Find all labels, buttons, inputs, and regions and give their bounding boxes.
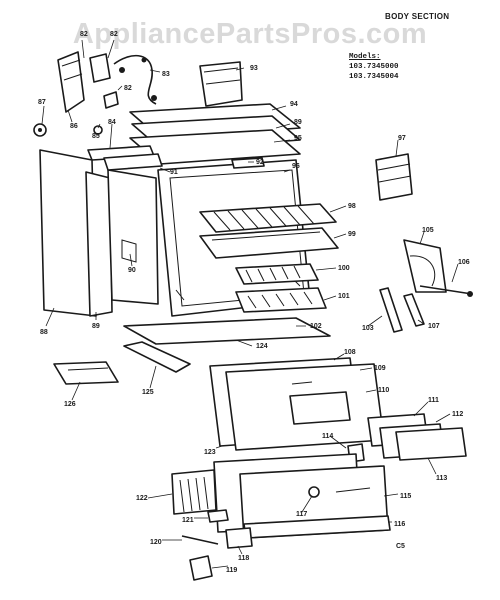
callout-125: 125: [142, 389, 154, 396]
callout-102: 102: [310, 323, 322, 330]
callout-119: 119: [226, 567, 237, 574]
callout-115: 115: [400, 493, 411, 500]
callout-96: 96: [292, 163, 300, 170]
callout-117: 117: [296, 511, 307, 518]
callout-98: 98: [348, 203, 356, 210]
callout-100: 100: [338, 265, 350, 272]
part-102-bottom-panel[interactable]: [123, 317, 331, 345]
models-label: Models:: [349, 53, 381, 61]
callout-122: 122: [136, 495, 148, 502]
callout-90: 90: [128, 267, 136, 274]
callout-106: 106: [458, 259, 470, 266]
part-91-frame[interactable]: [103, 153, 163, 171]
part-113-glass[interactable]: [395, 427, 467, 461]
callout-110: 110: [378, 387, 389, 394]
callout-116: 116: [394, 521, 405, 528]
callout-103: 103: [362, 325, 374, 332]
callout-86: 86: [70, 123, 78, 130]
part-98-oven-rack[interactable]: [199, 203, 337, 233]
part-83-wire-harness[interactable]: [113, 54, 157, 105]
callout-82b: 82: [110, 31, 118, 38]
callout-85: 85: [92, 133, 100, 140]
callout-89a: 89: [294, 119, 302, 126]
model-number: 103.7345000: [349, 63, 399, 71]
callout-105: 105: [422, 227, 434, 234]
part-119-bracket[interactable]: [189, 555, 213, 581]
model-number: 103.7345004: [349, 73, 399, 81]
callout-108: 108: [344, 349, 356, 356]
part-85-fastener[interactable]: [93, 125, 103, 135]
part-82-block[interactable]: [89, 53, 111, 83]
callout-83: 83: [162, 71, 170, 78]
callout-126: 126: [64, 401, 76, 408]
part-110-door-window[interactable]: [289, 391, 351, 425]
callout-113: 113: [436, 475, 447, 482]
callout-124: 124: [256, 343, 268, 350]
callout-87: 87: [38, 99, 46, 106]
part-122-drawer-rack[interactable]: [171, 469, 217, 515]
section-title: BODY SECTION: [385, 12, 450, 21]
part-89-side-insulation[interactable]: [85, 171, 113, 317]
part-121-runner[interactable]: [207, 509, 229, 523]
part-90-side-liner[interactable]: [107, 169, 159, 305]
callout-94: 94: [290, 101, 298, 108]
callout-95: 95: [294, 135, 302, 142]
watermark: AppliancePartsPros.com: [72, 18, 428, 50]
callout-84: 84: [108, 119, 116, 126]
models-block: Models: 103.7345000 103.7345004: [349, 52, 399, 82]
sheet-code: C5: [396, 543, 405, 550]
part-82-clip[interactable]: [103, 91, 119, 109]
part-99-broiler-pan[interactable]: [199, 227, 339, 259]
part-87-knob[interactable]: [33, 123, 47, 137]
part-97-rack-support[interactable]: [375, 153, 413, 201]
callout-89b: 89: [92, 323, 100, 330]
part-103-slide[interactable]: [379, 287, 403, 333]
part-105-hinge[interactable]: [403, 239, 447, 293]
callout-82c: 82: [124, 85, 132, 92]
part-106-hinge-arm[interactable]: [419, 285, 473, 297]
part-107-slide[interactable]: [403, 293, 425, 327]
callout-123: 123: [204, 449, 216, 456]
callout-109: 109: [374, 365, 386, 372]
callout-labels: 82 82 83 82 86 87 85 84 93 94 89 95 92 9…: [38, 31, 470, 574]
part-118-bracket[interactable]: [225, 527, 253, 549]
leader-lines: [41, 39, 459, 569]
callout-114: 114: [322, 433, 333, 440]
callout-111: 111: [428, 397, 439, 404]
callout-82a: 82: [80, 31, 88, 38]
part-93-top-bracket[interactable]: [199, 61, 243, 107]
part-117-knob[interactable]: [308, 486, 320, 498]
callout-88: 88: [40, 329, 48, 336]
callout-92: 92: [256, 159, 264, 166]
callout-91: 91: [170, 169, 178, 176]
part-86-bracket[interactable]: [57, 51, 85, 113]
part-92-vent-strip[interactable]: [231, 157, 265, 169]
callout-121: 121: [182, 517, 194, 524]
part-100-broiler-grid[interactable]: [235, 263, 319, 285]
callout-93: 93: [250, 65, 258, 72]
callout-107: 107: [428, 323, 440, 330]
callout-120: 120: [150, 539, 162, 546]
part-126-vent[interactable]: [53, 361, 119, 385]
part-101-drip-pan[interactable]: [235, 287, 327, 313]
callout-112: 112: [452, 411, 463, 418]
callout-97: 97: [398, 135, 406, 142]
part-120-clip[interactable]: [181, 535, 219, 545]
part-125-handle[interactable]: [123, 341, 191, 373]
callout-118: 118: [238, 555, 249, 562]
callout-101: 101: [338, 293, 350, 300]
callout-99: 99: [348, 231, 356, 238]
